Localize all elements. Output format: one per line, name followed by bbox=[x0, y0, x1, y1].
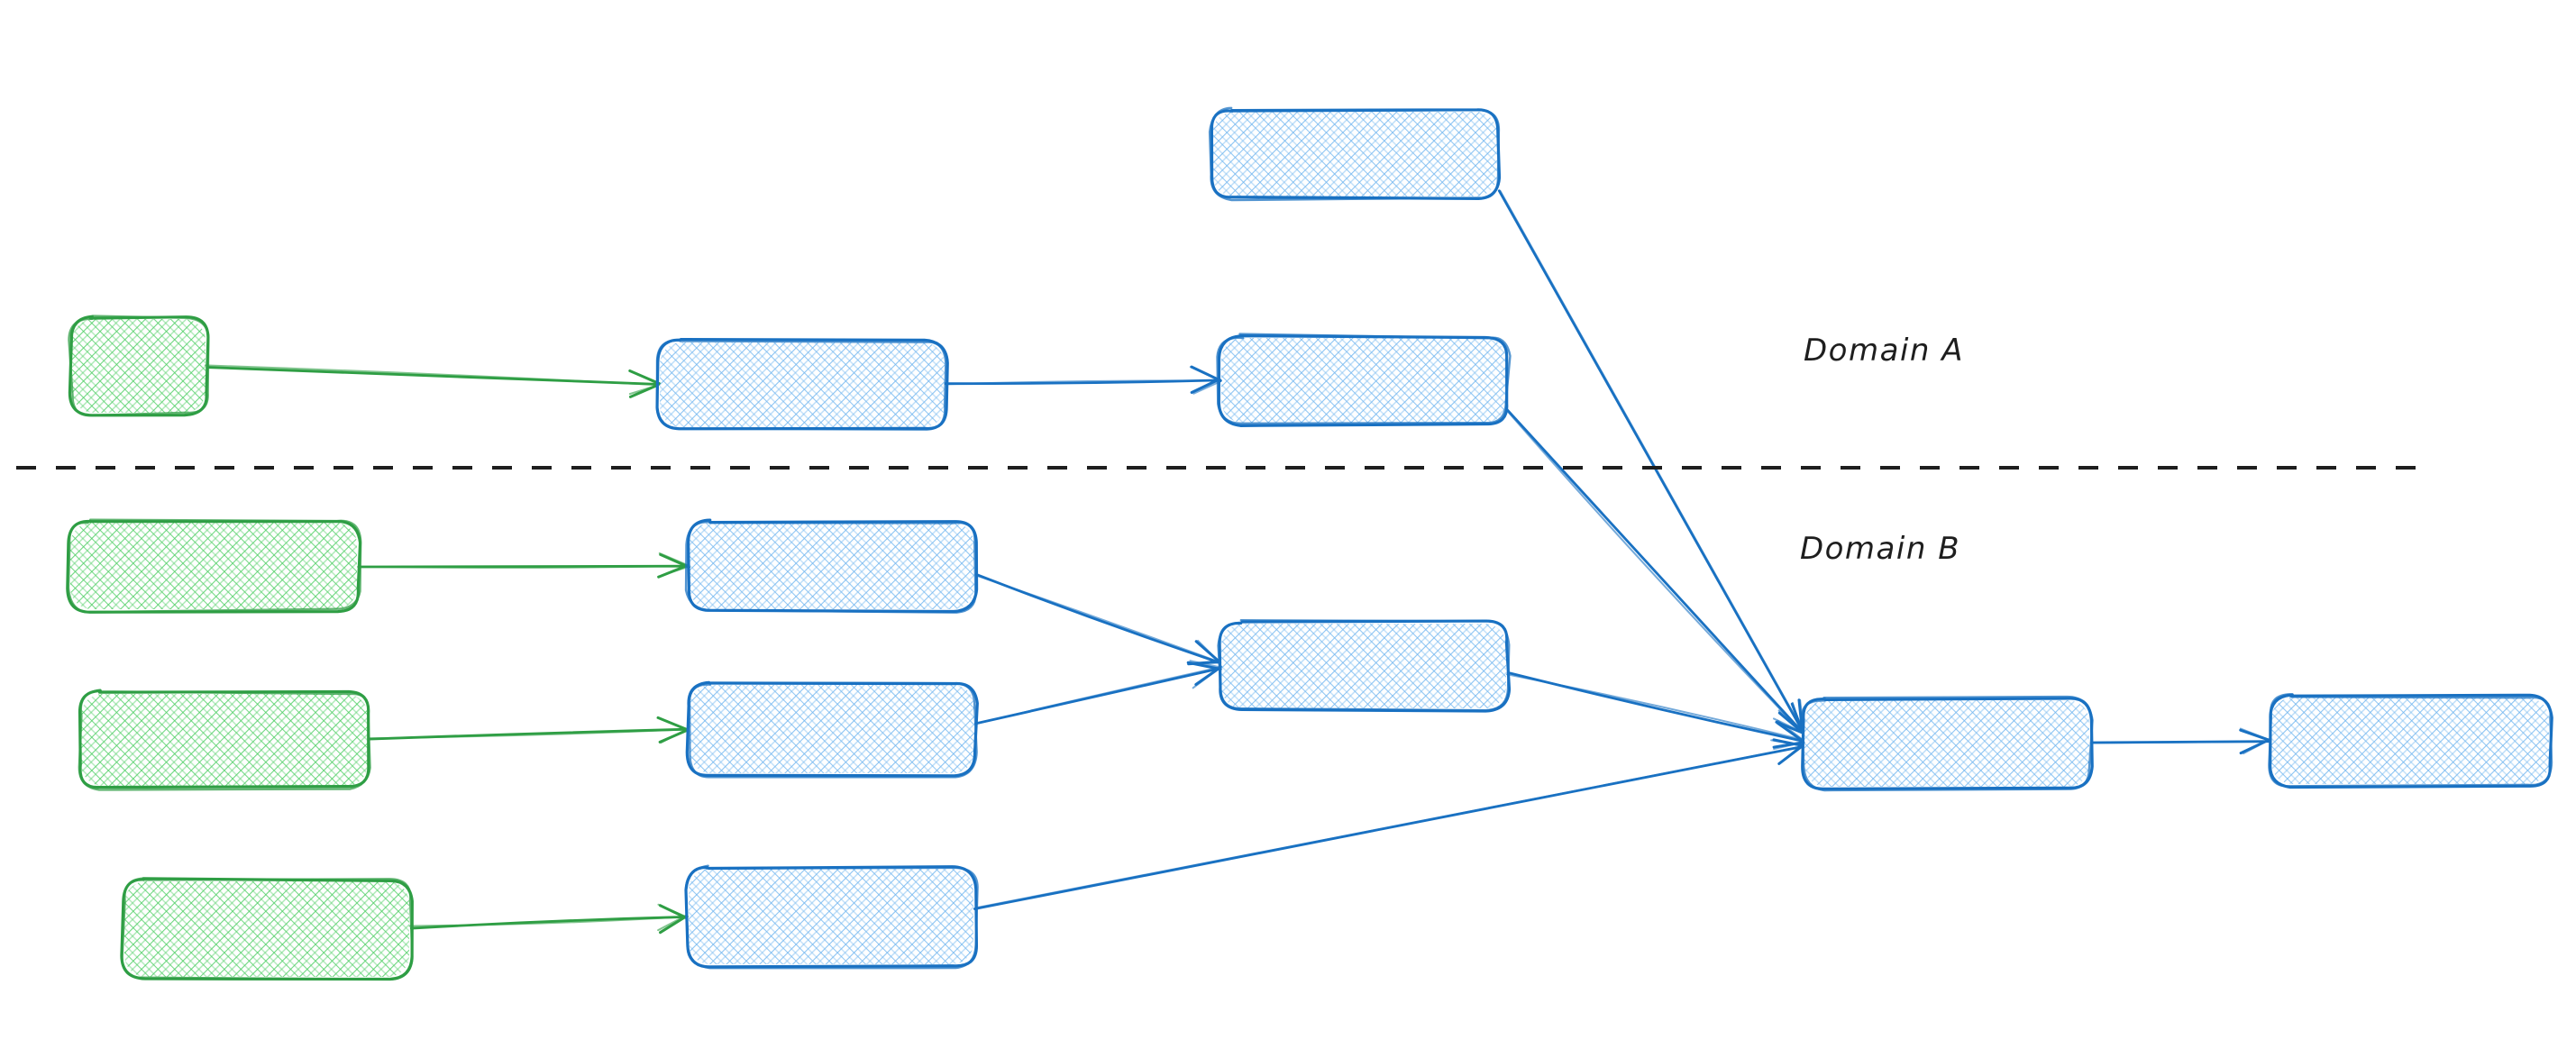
edge-e6[interactable] bbox=[367, 716, 690, 744]
node-fill bbox=[81, 694, 368, 786]
node-b-out[interactable] bbox=[2268, 693, 2553, 789]
node-fill bbox=[124, 881, 409, 977]
edge-e11[interactable] bbox=[973, 738, 1804, 910]
arrowhead bbox=[659, 552, 690, 569]
arrowhead bbox=[1192, 380, 1222, 395]
node-outline bbox=[1801, 695, 2094, 792]
arrowhead bbox=[1192, 667, 1221, 689]
arrowhead bbox=[1190, 378, 1221, 395]
arrowhead bbox=[1777, 743, 1804, 765]
edge-e2[interactable] bbox=[944, 365, 1222, 395]
node-a-src-1[interactable] bbox=[68, 315, 210, 417]
node-fill bbox=[690, 685, 974, 773]
arrowhead bbox=[657, 565, 690, 578]
node-fill bbox=[660, 342, 945, 427]
node-fill bbox=[689, 869, 973, 964]
node-a-proc-1[interactable] bbox=[655, 337, 949, 431]
node-fill bbox=[1221, 338, 1506, 423]
arrowhead bbox=[1770, 739, 1803, 747]
node-outline bbox=[684, 521, 977, 614]
edge-e3[interactable] bbox=[1497, 189, 1804, 734]
arrowhead bbox=[628, 384, 661, 396]
node-outline bbox=[1217, 619, 1511, 712]
arrowhead bbox=[2242, 739, 2270, 755]
node-fill bbox=[70, 523, 357, 609]
edge-line bbox=[974, 745, 1803, 909]
edge-line bbox=[2089, 740, 2270, 744]
arrowhead bbox=[1197, 639, 1221, 664]
arrowhead bbox=[657, 914, 688, 932]
node-outline bbox=[78, 689, 371, 791]
node-fill bbox=[2271, 698, 2549, 784]
edge-e9[interactable] bbox=[974, 660, 1223, 725]
node-outline bbox=[655, 339, 947, 431]
node-outline bbox=[688, 681, 978, 779]
node-b-mid[interactable] bbox=[1217, 619, 1512, 713]
node-b-src-2[interactable] bbox=[78, 689, 371, 791]
node-fill bbox=[72, 319, 206, 413]
node-outline bbox=[68, 315, 210, 417]
node-outline bbox=[67, 518, 362, 614]
arrowhead bbox=[1776, 721, 1804, 743]
edge-line bbox=[976, 666, 1219, 725]
node-a-proc-2[interactable] bbox=[1216, 333, 1512, 427]
node-fill bbox=[690, 523, 974, 609]
node-b-src-3[interactable] bbox=[120, 877, 414, 981]
edge-line bbox=[947, 379, 1220, 386]
edge-line bbox=[975, 574, 1222, 664]
arrowhead bbox=[660, 727, 689, 744]
edge-e1[interactable] bbox=[204, 364, 661, 398]
edge-line bbox=[1499, 189, 1804, 733]
edge-line bbox=[1506, 673, 1804, 742]
edge-line bbox=[204, 364, 658, 387]
node-outline bbox=[121, 877, 414, 981]
node-outline bbox=[1217, 334, 1509, 427]
node-fill bbox=[1804, 700, 2089, 787]
edge-line bbox=[357, 564, 690, 570]
edge-e8[interactable] bbox=[974, 572, 1222, 666]
edges-layer bbox=[204, 189, 2271, 935]
node-outline bbox=[684, 864, 979, 970]
arrowhead bbox=[1189, 366, 1220, 381]
arrowhead bbox=[1791, 701, 1804, 734]
node-b-proc-2[interactable] bbox=[685, 680, 979, 779]
arrowhead bbox=[659, 915, 688, 935]
arrowhead bbox=[2239, 727, 2271, 742]
node-fill bbox=[1221, 624, 1506, 708]
arrowhead bbox=[658, 717, 689, 731]
node-outline bbox=[2268, 693, 2553, 788]
node-outline bbox=[1216, 333, 1512, 425]
node-outline bbox=[1208, 106, 1501, 202]
arrowhead bbox=[1189, 660, 1220, 669]
arrowhead bbox=[1777, 719, 1804, 741]
node-b-hub[interactable] bbox=[1801, 695, 2094, 792]
node-b-src-1[interactable] bbox=[66, 518, 362, 614]
arrowhead bbox=[657, 903, 688, 918]
edge-line bbox=[367, 728, 690, 740]
node-a-top-1[interactable] bbox=[1208, 106, 1502, 202]
edge-e7[interactable] bbox=[408, 903, 690, 935]
edge-line bbox=[1505, 408, 1804, 734]
edge-e12[interactable] bbox=[2089, 727, 2271, 755]
nodes-layer bbox=[66, 106, 2553, 981]
domain-b-label: Domain B bbox=[1800, 531, 1960, 567]
edge-line bbox=[1506, 410, 1804, 734]
arrowhead bbox=[658, 552, 690, 567]
node-b-proc-1[interactable] bbox=[684, 518, 979, 614]
domain-a-label: Domain A bbox=[1804, 333, 1964, 369]
arrowhead bbox=[631, 370, 660, 385]
node-b-proc-3[interactable] bbox=[684, 864, 979, 970]
edge-line bbox=[408, 916, 690, 927]
arrowhead bbox=[1186, 661, 1222, 671]
node-fill bbox=[1212, 112, 1497, 196]
edge-e5[interactable] bbox=[357, 552, 690, 579]
